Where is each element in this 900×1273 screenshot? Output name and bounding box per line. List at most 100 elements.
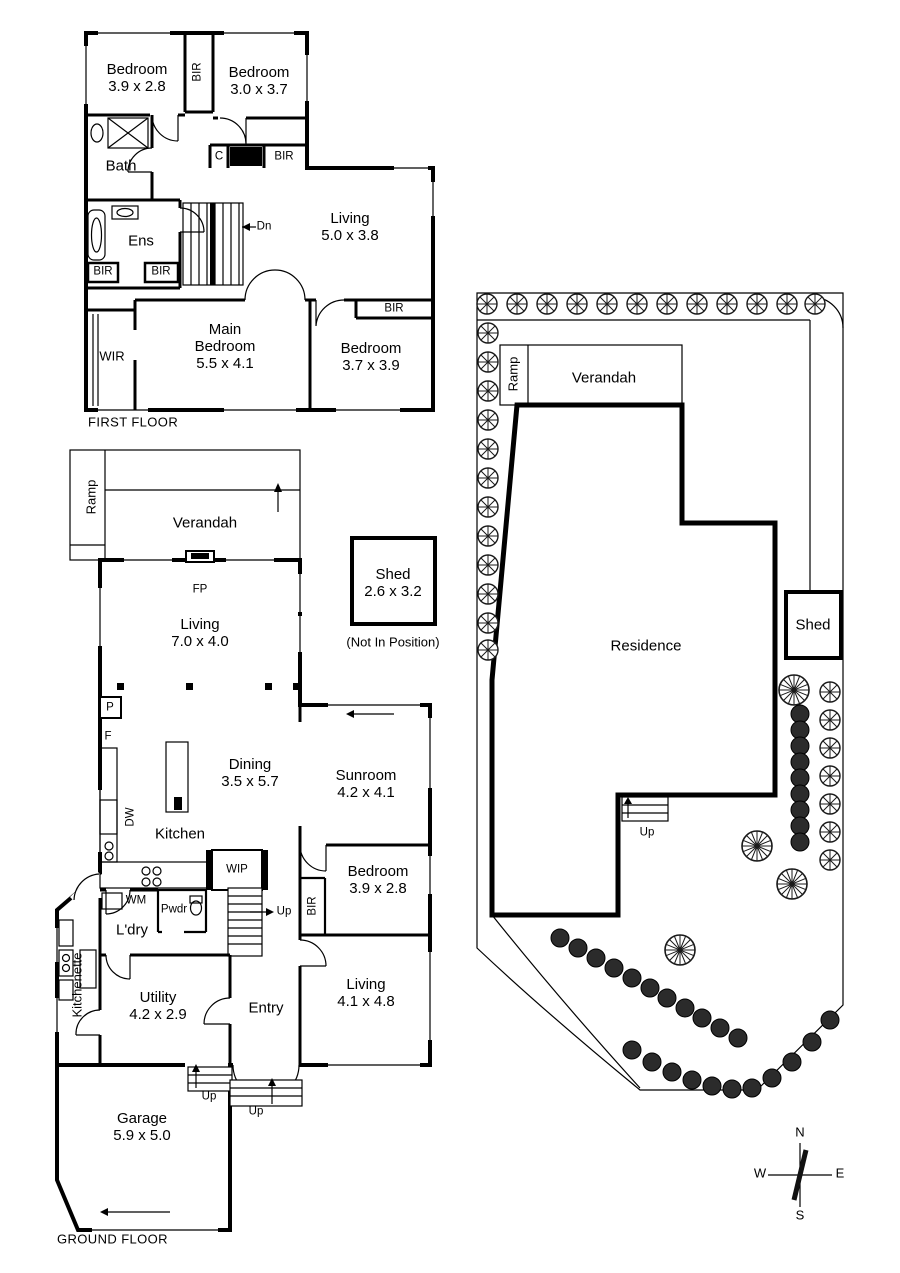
- verandah-arrow: [274, 483, 282, 492]
- tree-icon: [776, 868, 808, 900]
- hedge-icon: [762, 1068, 782, 1088]
- pantry-label: P: [106, 701, 114, 714]
- island-bench: [165, 741, 189, 813]
- hedge-icon: [790, 704, 810, 724]
- bathtub-icon: [87, 209, 106, 261]
- site-shed-outline: [784, 590, 843, 660]
- tree-icon: [477, 409, 499, 431]
- wir-label: WIR: [99, 348, 125, 364]
- tree-icon: [716, 293, 738, 315]
- hedge-icon: [790, 720, 810, 740]
- wip-label: WIP: [226, 863, 248, 876]
- stairs-ground-floor: [227, 887, 274, 957]
- verandah-label: Verandah: [172, 514, 238, 532]
- slider-arrow: [346, 710, 354, 718]
- tree-icon: [819, 681, 841, 703]
- tree-icon: [819, 849, 841, 871]
- tree-icon: [746, 293, 768, 315]
- compass-east-label: E: [835, 1165, 845, 1181]
- room-label-bath: Bath: [105, 157, 137, 175]
- hedge-icon: [568, 938, 588, 958]
- residence-label: Residence: [610, 637, 682, 655]
- tree-icon: [477, 525, 499, 547]
- ground-floor-caption: GROUND FLOOR: [57, 1231, 168, 1247]
- dishwasher-box: [99, 799, 118, 835]
- garage-steps: [187, 1064, 233, 1092]
- fireplace-label: FP: [192, 583, 208, 596]
- garden-edge: [491, 914, 641, 1089]
- tree-icon: [477, 583, 499, 605]
- hedge-icon: [662, 1062, 682, 1082]
- hedge-icon: [604, 958, 624, 978]
- stairs-first-floor: [182, 202, 256, 286]
- bir-closet-box: [143, 261, 180, 284]
- hedge-icon: [550, 928, 570, 948]
- tree-icon: [506, 293, 528, 315]
- hedge-icon: [710, 1018, 730, 1038]
- hedge-icon: [790, 736, 810, 756]
- powder-label: Pwdr: [160, 903, 188, 916]
- ramp-label: Ramp: [83, 479, 99, 515]
- tree-icon: [819, 793, 841, 815]
- tree-icon: [656, 293, 678, 315]
- compass-north-label: N: [795, 1124, 805, 1140]
- tree-icon: [477, 496, 499, 518]
- tree-icon: [664, 934, 696, 966]
- entry-steps: [229, 1078, 303, 1107]
- site-shed-label: Shed: [795, 616, 831, 634]
- washing-machine-box: [101, 892, 123, 910]
- tree-icon: [804, 293, 826, 315]
- hedge-icon: [728, 1028, 748, 1048]
- room-label-entry: Entry: [248, 999, 284, 1017]
- fridge-label: F: [104, 730, 112, 743]
- tree-icon: [626, 293, 648, 315]
- hedge-icon: [790, 832, 810, 852]
- hedge-icon: [742, 1078, 762, 1098]
- bir-label: BIR: [151, 265, 171, 278]
- tree-icon: [477, 322, 499, 344]
- tree-icon: [477, 639, 499, 661]
- room-label-kitchenette: Kitchenette: [69, 952, 85, 1018]
- room-label-laundry: L'dry: [115, 921, 149, 939]
- dishwasher-label: DW: [124, 807, 137, 827]
- tree-icon: [477, 554, 499, 576]
- ground-floor-walls: [53, 449, 437, 1234]
- hedge-icon: [790, 816, 810, 836]
- tree-icon: [477, 438, 499, 460]
- site-verandah-label: Verandah: [571, 369, 637, 387]
- hedge-icon: [622, 1040, 642, 1060]
- compass-south-label: S: [795, 1207, 805, 1223]
- tree-icon: [477, 467, 499, 489]
- site-boundary: [476, 292, 844, 1091]
- hedge-icon: [722, 1079, 742, 1099]
- stairs-up-label: Up: [276, 905, 292, 918]
- entry-steps-up-label: Up: [248, 1105, 264, 1118]
- shed-outline: [350, 536, 437, 626]
- toilet-icon: [189, 900, 203, 916]
- washing-machine-label: WM: [125, 894, 147, 907]
- basin-icon: [90, 123, 104, 143]
- site-steps-up-label: Up: [639, 826, 655, 839]
- compass-needle: [791, 1149, 809, 1201]
- tree-icon: [596, 293, 618, 315]
- tree-icon: [819, 709, 841, 731]
- first-floor-caption: FIRST FLOOR: [88, 414, 179, 430]
- bir-label: BIR: [384, 302, 404, 315]
- hedge-icon: [640, 978, 660, 998]
- site-steps: [621, 796, 669, 822]
- site-ramp-label: Ramp: [505, 356, 521, 392]
- tree-icon: [819, 765, 841, 787]
- stairs-up-arrow: [266, 908, 274, 916]
- hedge-icon: [790, 752, 810, 772]
- tree-icon: [477, 612, 499, 634]
- hedge-icon: [782, 1052, 802, 1072]
- tree-icon: [477, 351, 499, 373]
